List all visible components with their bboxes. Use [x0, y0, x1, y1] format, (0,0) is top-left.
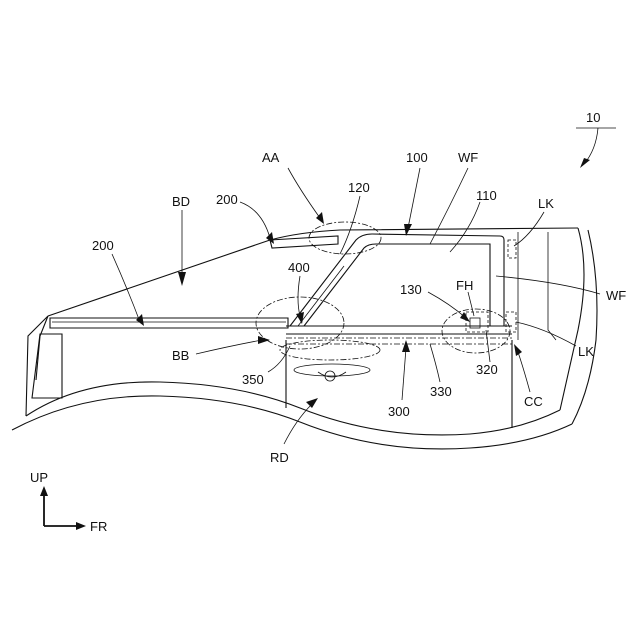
label-rd: RD — [270, 450, 289, 465]
label-330: 330 — [430, 384, 452, 399]
detail-circle-aa — [309, 222, 381, 254]
label-100: 100 — [406, 150, 428, 165]
label-up: UP — [30, 470, 48, 485]
label-350: 350 — [242, 372, 264, 387]
label-300: 300 — [388, 404, 410, 419]
label-120: 120 — [348, 180, 370, 195]
label-110: 110 — [476, 188, 497, 203]
label-lk-top: LK — [538, 196, 554, 211]
label-wf-top: WF — [458, 150, 478, 165]
label-bd: BD — [172, 194, 190, 209]
direction-axes — [40, 486, 86, 530]
label-fh: FH — [456, 278, 473, 293]
label-320: 320 — [476, 362, 498, 377]
detail-circle-cc — [442, 309, 510, 353]
label-aa: AA — [262, 150, 280, 165]
label-wf-right: WF — [606, 288, 626, 303]
label-bb: BB — [172, 348, 189, 363]
label-400: 400 — [288, 260, 310, 275]
side-rail-200 — [50, 318, 288, 328]
label-fr: FR — [90, 519, 107, 534]
label-lk-right: LK — [578, 344, 594, 359]
label-cc: CC — [524, 394, 543, 409]
label-200-top: 200 — [216, 192, 238, 207]
label-10: 10 — [586, 110, 600, 125]
label-200-left: 200 — [92, 238, 114, 253]
detail-circle-350 — [280, 340, 380, 360]
label-130: 130 — [400, 282, 422, 297]
